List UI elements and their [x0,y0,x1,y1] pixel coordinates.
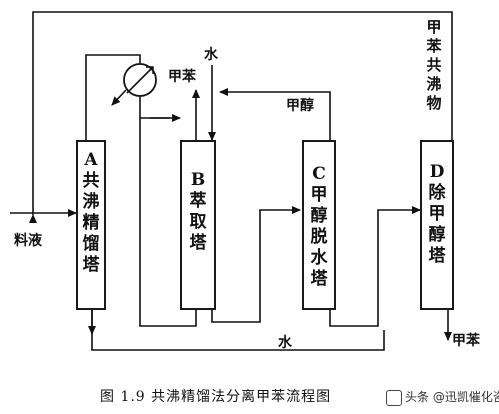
column-c: C 甲醇脱水塔 [302,140,336,310]
feed-label: 料液 [14,233,42,249]
b-bottom-line [211,206,301,323]
water-bottom-label: 水 [278,335,292,351]
b-to-a-line [139,118,197,327]
c-bottom-line [329,206,421,327]
column-b: B 萃取塔 [180,140,216,310]
column-b-label: B 萃取塔 [182,170,214,254]
column-d-label: D 除甲醇塔 [422,162,452,267]
column-d-id: D [429,162,445,182]
methanol-return-label: 甲醇 [286,98,314,114]
azeotrope-label: 甲苯共沸物 [424,18,444,113]
vertical-char: 沸 [426,75,442,93]
methanol-return-line [219,88,331,140]
vertical-char: 萃 [189,191,207,211]
watermark: 头条 @迅凯催化咨询 [386,388,499,406]
vertical-char: 除 [428,183,446,203]
vertical-char: 塔 [310,269,328,289]
vertical-char: 共 [82,171,100,191]
toluene-product-label: 甲苯 [452,333,480,349]
vertical-char: 甲 [426,18,442,36]
vertical-char: 水 [310,248,328,268]
reflux-line [111,89,127,106]
column-a-label: A 共沸精馏塔 [78,150,104,276]
vertical-char: 塔 [189,233,207,253]
column-b-name: 萃取塔 [190,191,207,254]
vertical-char: 苯 [426,37,442,55]
vertical-char: 物 [426,94,442,112]
column-d-name: 除甲醇塔 [429,183,446,267]
column-b-id: B [190,170,206,190]
vertical-char: 醇 [310,206,328,226]
vertical-char: 沸 [82,192,100,212]
vertical-char: 甲 [310,185,328,205]
vertical-char: 共 [426,56,442,74]
vertical-char: 醇 [428,225,446,245]
vertical-char: 塔 [428,246,446,266]
water-in-label: 水 [204,47,218,63]
column-a-id: A [84,150,98,170]
toluene-top-label: 甲苯 [168,69,196,85]
column-c-label: C 甲醇脱水塔 [304,164,334,290]
a-overhead-line [85,54,141,140]
watermark-logo-icon [386,389,402,406]
column-a: A 共沸精馏塔 [76,140,106,310]
column-d: D 除甲醇塔 [420,140,454,310]
vertical-char: 甲 [428,204,446,224]
column-c-name: 甲醇脱水塔 [311,185,328,290]
condenser-to-b-line [139,96,170,119]
column-a-name: 共沸精馏塔 [83,171,100,276]
vertical-char: 取 [189,212,207,232]
column-c-id: C [312,164,326,184]
azeotrope-recycle-line [29,11,453,223]
figure-caption: 图 1.9 共沸精馏法分离甲苯流程图 [100,389,332,405]
vertical-char: 脱 [310,227,328,247]
vertical-char: 馏 [82,234,100,254]
vertical-char: 塔 [82,255,100,275]
vertical-char: 精 [82,213,100,233]
watermark-text: 头条 @迅凯催化咨询 [405,390,499,404]
